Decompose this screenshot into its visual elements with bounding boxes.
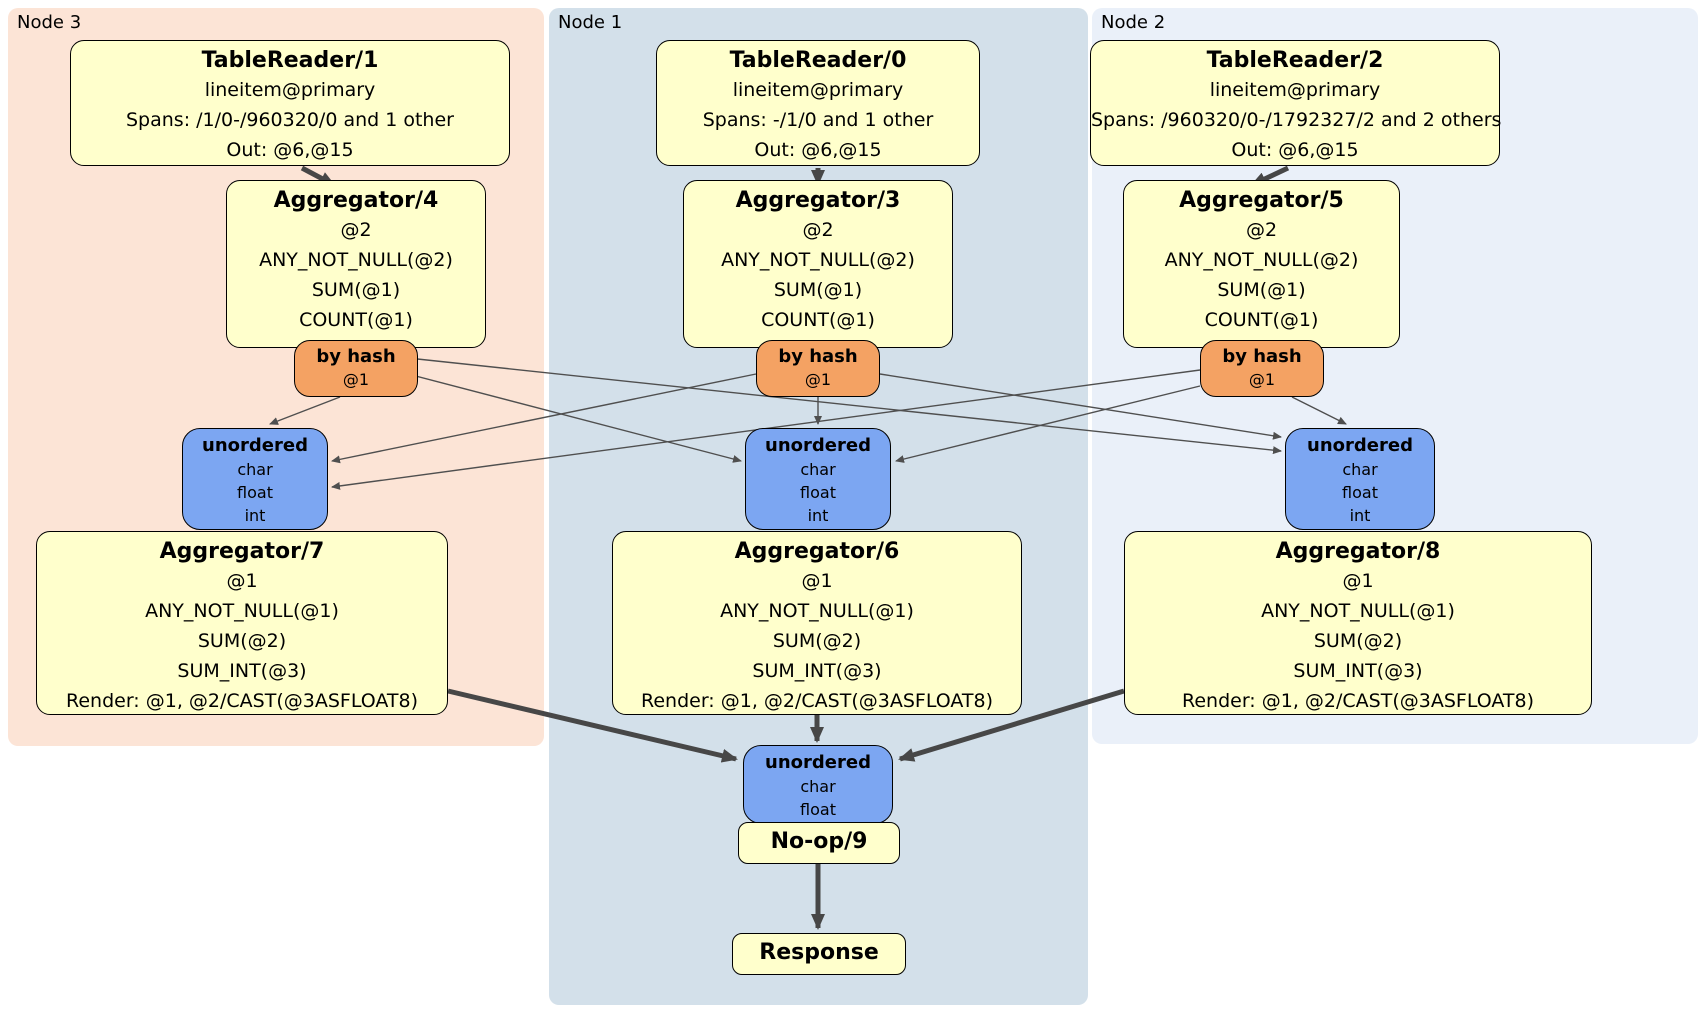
- edge-agg7-to-final-sync: [447, 688, 738, 763]
- aggregator-3-line: @2: [802, 219, 834, 241]
- edge-router4-to-sync1: [407, 373, 742, 463]
- aggregator-4-box: Aggregator/4 @2 ANY_NOT_NULL(@2) SUM(@1)…: [226, 180, 486, 348]
- aggregator-5-line: SUM(@1): [1217, 279, 1306, 301]
- aggregator-3-title: Aggregator/3: [735, 188, 901, 213]
- edge-agg8-to-final-sync: [898, 688, 1125, 762]
- node3-sync-stream: float: [237, 483, 273, 502]
- aggregator-4-title: Aggregator/4: [273, 188, 439, 213]
- aggregator-7-box: Aggregator/7 @1 ANY_NOT_NULL(@1) SUM(@2)…: [36, 531, 448, 715]
- aggregator-7-line: @1: [226, 570, 258, 592]
- node1-sync-title: unordered: [765, 435, 871, 456]
- aggregator-6-line: ANY_NOT_NULL(@1): [720, 600, 914, 622]
- node2-sync-stream: float: [1342, 483, 1378, 502]
- aggregator-8-title: Aggregator/8: [1275, 539, 1441, 564]
- node3-unordered-sync-box: unordered char float int: [182, 428, 328, 530]
- node1-sync-stream: char: [800, 460, 836, 479]
- aggregator-6-line: SUM_INT(@3): [752, 660, 882, 682]
- edge-router3-to-sync2: [879, 373, 1282, 440]
- final-sync-stream: float: [800, 800, 836, 819]
- tablereader-1-spans: Spans: /1/0-/960320/0 and 1 other: [126, 109, 454, 131]
- node1-sync-stream: float: [800, 483, 836, 502]
- tablereader-1-out: Out: @6,@15: [226, 139, 354, 161]
- aggregator-4-line: @2: [340, 219, 372, 241]
- node3-label: Node 3: [17, 12, 82, 33]
- node2-unordered-sync-box: unordered char float int: [1285, 428, 1435, 530]
- edge-router4-to-sync2: [407, 357, 1282, 455]
- aggregator-4-line: ANY_NOT_NULL(@2): [259, 249, 453, 271]
- final-sync-title: unordered: [765, 752, 871, 773]
- node2-hash-router-box: by hash @1: [1200, 340, 1324, 397]
- tablereader-0-out: Out: @6,@15: [754, 139, 882, 161]
- tablereader-2-title: TableReader/2: [1206, 48, 1384, 73]
- aggregator-8-line: @1: [1342, 570, 1374, 592]
- aggregator-3-box: Aggregator/3 @2 ANY_NOT_NULL(@2) SUM(@1)…: [683, 180, 953, 348]
- node1-hash-router-key: @1: [804, 370, 832, 389]
- noop-9-box: No-op/9: [738, 822, 900, 864]
- aggregator-8-render: Render: @1, @2/CAST(@3ASFLOAT8): [1182, 690, 1534, 712]
- aggregator-3-line: SUM(@1): [773, 279, 863, 301]
- tablereader-0-spans: Spans: -/1/0 and 1 other: [702, 109, 934, 131]
- aggregator-6-title: Aggregator/6: [734, 539, 900, 564]
- aggregator-8-line: SUM(@2): [1313, 630, 1403, 652]
- aggregator-7-render: Render: @1, @2/CAST(@3ASFLOAT8): [66, 690, 418, 712]
- tablereader-1-box: TableReader/1 lineitem@primary Spans: /1…: [70, 40, 510, 166]
- tablereader-0-index: lineitem@primary: [732, 79, 904, 101]
- node3-hash-router-box: by hash @1: [294, 340, 418, 397]
- aggregator-3-line: COUNT(@1): [761, 309, 875, 331]
- aggregator-7-line: SUM_INT(@3): [177, 660, 307, 682]
- tablereader-2-spans: Spans: /960320/0-/1792327/2 and 2 others: [1091, 109, 1502, 131]
- tablereader-0-box: TableReader/0 lineitem@primary Spans: -/…: [656, 40, 980, 166]
- edge-router5-to-sync2: [1291, 396, 1347, 425]
- aggregator-5-title: Aggregator/5: [1179, 188, 1344, 213]
- node3-hash-router-key: @1: [342, 370, 370, 389]
- final-unordered-sync-box: unordered char float: [743, 745, 893, 824]
- node1-sync-stream: int: [807, 506, 829, 525]
- edge-router5-to-sync1: [895, 385, 1201, 463]
- aggregator-8-box: Aggregator/8 @1 ANY_NOT_NULL(@1) SUM(@2)…: [1124, 531, 1592, 715]
- aggregator-5-line: ANY_NOT_NULL(@2): [1164, 249, 1359, 271]
- aggregator-7-line: SUM(@2): [197, 630, 287, 652]
- aggregator-5-line: @2: [1245, 219, 1278, 241]
- node2-sync-title: unordered: [1307, 435, 1413, 456]
- aggregator-4-line: COUNT(@1): [299, 309, 413, 331]
- tablereader-2-index: lineitem@primary: [1209, 79, 1381, 101]
- node2-hash-router-title: by hash: [1222, 346, 1302, 367]
- node2-sync-stream: int: [1349, 506, 1371, 525]
- node3-sync-stream: char: [237, 460, 273, 479]
- tablereader-0-title: TableReader/0: [729, 48, 907, 73]
- tablereader-2-out: Out: @6,@15: [1231, 139, 1359, 161]
- aggregator-6-render: Render: @1, @2/CAST(@3ASFLOAT8): [641, 690, 993, 712]
- tablereader-1-index: lineitem@primary: [204, 79, 376, 101]
- node3-sync-title: unordered: [202, 435, 308, 456]
- aggregator-6-line: SUM(@2): [772, 630, 862, 652]
- node1-hash-router-title: by hash: [778, 346, 858, 367]
- aggregator-6-box: Aggregator/6 @1 ANY_NOT_NULL(@1) SUM(@2)…: [612, 531, 1022, 715]
- aggregator-3-line: ANY_NOT_NULL(@2): [721, 249, 915, 271]
- final-sync-stream: char: [800, 777, 836, 796]
- node2-sync-stream: char: [1342, 460, 1378, 479]
- node3-hash-router-title: by hash: [316, 346, 396, 367]
- node1-label: Node 1: [558, 12, 623, 33]
- tablereader-1-title: TableReader/1: [201, 48, 379, 73]
- node1-unordered-sync-box: unordered char float int: [745, 428, 891, 530]
- node3-sync-stream: int: [244, 506, 266, 525]
- aggregator-8-line: SUM_INT(@3): [1293, 660, 1423, 682]
- aggregator-5-box: Aggregator/5 @2 ANY_NOT_NULL(@2) SUM(@1)…: [1123, 180, 1400, 348]
- response-box: Response: [732, 933, 906, 975]
- tablereader-2-box: TableReader/2 lineitem@primary Spans: /9…: [1090, 40, 1502, 166]
- aggregator-8-line: ANY_NOT_NULL(@1): [1261, 600, 1455, 622]
- aggregator-7-title: Aggregator/7: [159, 539, 325, 564]
- aggregator-4-line: SUM(@1): [311, 279, 401, 301]
- node2-label: Node 2: [1101, 12, 1166, 33]
- node1-hash-router-box: by hash @1: [756, 340, 880, 397]
- aggregator-6-line: @1: [801, 570, 833, 592]
- aggregator-5-line: COUNT(@1): [1204, 309, 1319, 331]
- node2-hash-router-key: @1: [1248, 370, 1276, 389]
- aggregator-7-line: ANY_NOT_NULL(@1): [145, 600, 339, 622]
- edge-router4-to-sync3: [269, 396, 341, 425]
- edge-router3-to-sync3: [331, 373, 757, 464]
